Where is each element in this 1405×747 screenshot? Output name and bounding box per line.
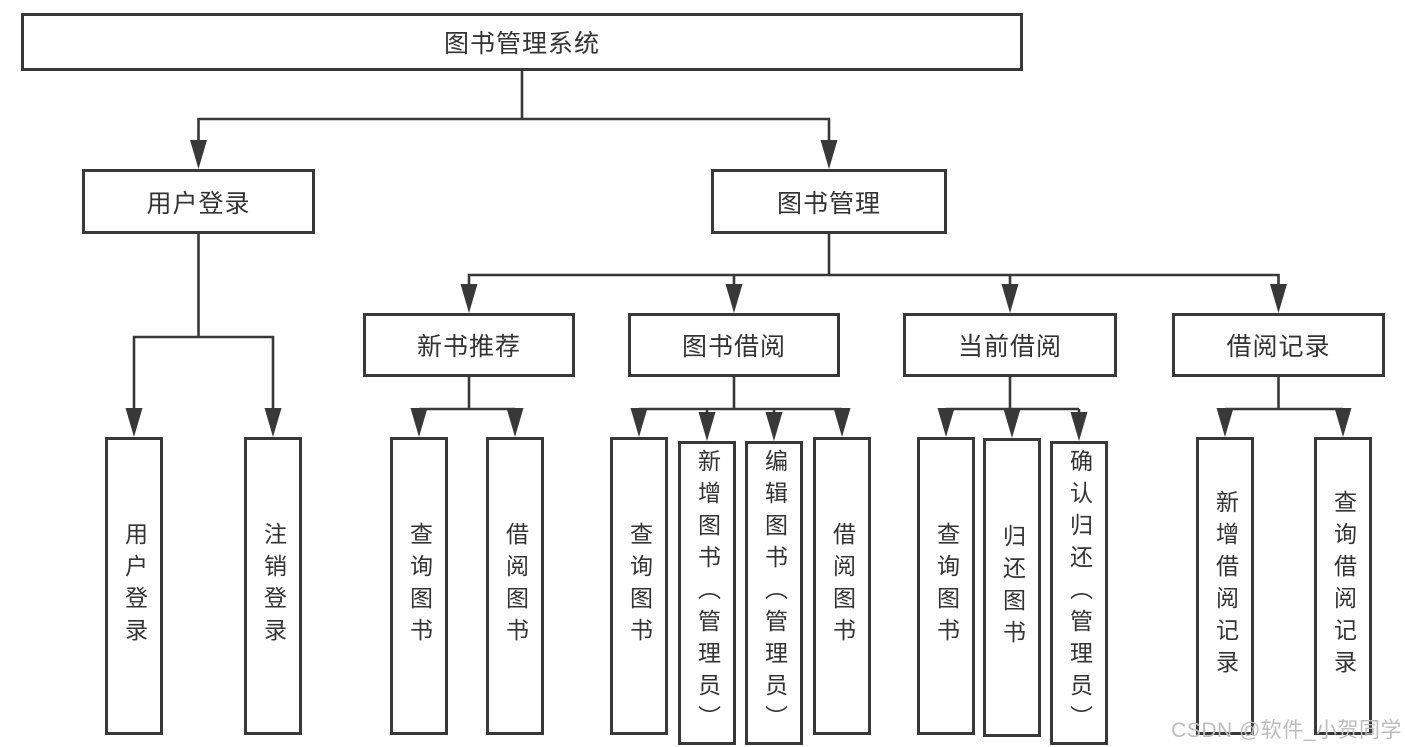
- node-book-management: 图书管理: [711, 169, 947, 234]
- leaf-add-borrow-record-label: 新增借阅记录: [1212, 490, 1239, 682]
- node-user-login-label: 用户登录: [146, 189, 251, 218]
- leaf-confirm-return-admin: 确认归还（管理员）: [1050, 441, 1108, 745]
- node-borrowing-records: 借阅记录: [1172, 313, 1385, 377]
- leaf-query-borrow-record: 查询借阅记录: [1314, 437, 1372, 735]
- node-new-book-recommendation: 新书推荐: [363, 313, 575, 377]
- watermark: CSDN @软件_小贺同学: [1171, 719, 1402, 742]
- node-current-borrowing-label: 当前借阅: [957, 333, 1062, 361]
- leaf-query-borrow-record-label: 查询借阅记录: [1330, 490, 1357, 682]
- leaf-borrow-books-1-label: 借阅图书: [502, 522, 529, 650]
- leaf-logout-label: 注销登录: [260, 522, 287, 650]
- leaf-return-books: 归还图书: [983, 438, 1041, 737]
- leaf-borrow-books-2: 借阅图书: [813, 437, 871, 735]
- leaf-query-books-3: 查询图书: [917, 437, 975, 735]
- leaf-borrow-books-2-label: 借阅图书: [829, 522, 856, 650]
- leaf-user-login-label: 用户登录: [121, 522, 148, 650]
- node-book-borrowing-label: 图书借阅: [681, 333, 786, 361]
- leaf-add-book-admin: 新增图书（管理员）: [678, 441, 736, 745]
- leaf-return-books-label: 归还图书: [999, 523, 1026, 652]
- leaf-edit-book-admin: 编辑图书（管理员）: [745, 441, 803, 745]
- node-borrowing-records-label: 借阅记录: [1226, 333, 1331, 361]
- node-new-book-recommendation-label: 新书推荐: [416, 333, 521, 361]
- node-book-management-label: 图书管理: [776, 189, 881, 218]
- leaf-logout: 注销登录: [244, 437, 302, 735]
- node-user-login: 用户登录: [82, 169, 315, 234]
- leaf-user-login: 用户登录: [105, 437, 163, 735]
- leaf-query-books-1: 查询图书: [390, 437, 448, 735]
- leaf-query-books-3-label: 查询图书: [933, 522, 960, 650]
- leaf-edit-book-admin-label: 编辑图书（管理员）: [761, 449, 788, 737]
- leaf-query-books-2: 查询图书: [610, 437, 668, 735]
- leaf-add-borrow-record: 新增借阅记录: [1196, 437, 1254, 735]
- node-book-borrowing: 图书借阅: [628, 313, 840, 377]
- leaf-add-book-admin-label: 新增图书（管理员）: [694, 449, 721, 737]
- node-library-system: 图书管理系统: [21, 13, 1023, 71]
- node-library-system-label: 图书管理系统: [443, 30, 600, 58]
- node-current-borrowing: 当前借阅: [903, 313, 1117, 377]
- leaf-borrow-books-1: 借阅图书: [486, 437, 544, 735]
- leaf-query-books-1-label: 查询图书: [406, 522, 433, 650]
- leaf-query-books-2-label: 查询图书: [626, 522, 653, 650]
- leaf-confirm-return-admin-label: 确认归还（管理员）: [1066, 449, 1093, 737]
